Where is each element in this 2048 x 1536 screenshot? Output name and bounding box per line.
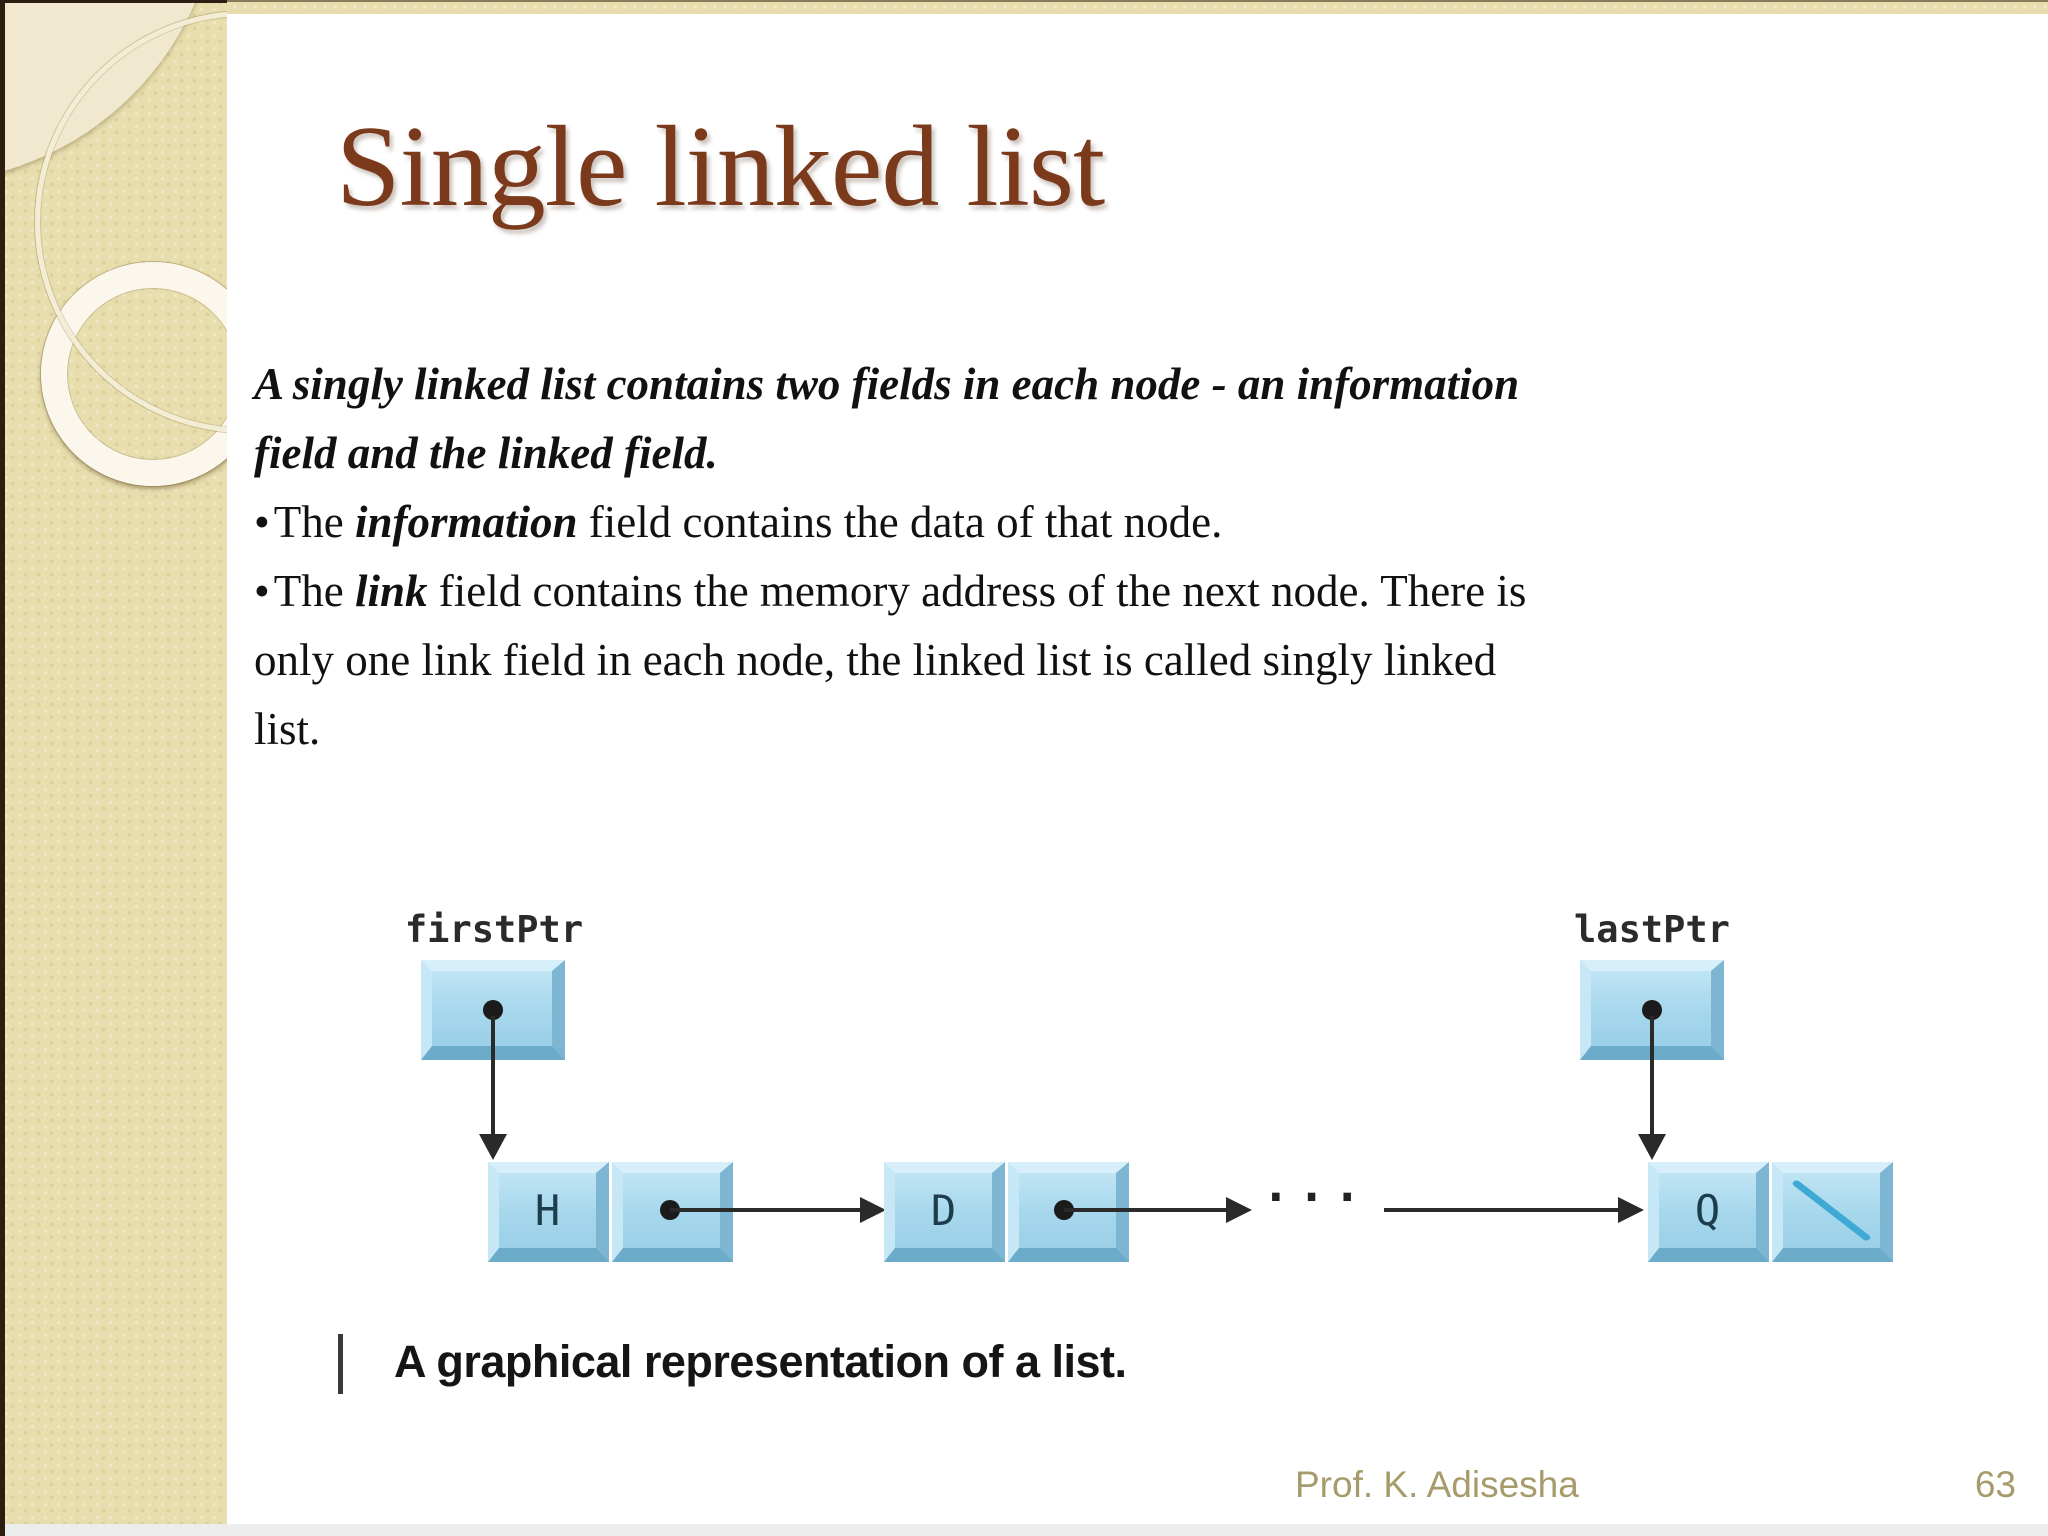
lead-paragraph: A singly linked list contains two fields…	[254, 359, 1520, 478]
page-title: Single linked list	[336, 103, 1105, 231]
arrowhead-down-icon	[1638, 1134, 1666, 1160]
bullet-emphasis: information	[354, 497, 578, 547]
top-texture-strip	[0, 0, 2048, 14]
arrowhead-right-icon	[1226, 1197, 1252, 1223]
arrow-line	[1650, 1016, 1654, 1136]
arrowhead-right-icon	[860, 1197, 886, 1223]
bullet-text-suffix: field contains the memory address of the…	[254, 566, 1527, 754]
bullet-text-prefix: The	[273, 566, 355, 616]
diagram-caption: A graphical representation of a list.	[394, 1336, 1127, 1387]
pointer-dot	[483, 1000, 503, 1020]
bullet-text-prefix: The	[273, 497, 355, 547]
left-border	[0, 0, 5, 1536]
arrow-line	[1064, 1208, 1228, 1212]
decorative-sidebar	[0, 0, 227, 1527]
null-slash-icon	[1792, 1180, 1871, 1241]
data-field: H	[488, 1162, 609, 1262]
pointer-dot	[1642, 1000, 1662, 1020]
ellipsis-dots: ...	[1262, 1158, 1370, 1212]
null-link-field	[1772, 1162, 1893, 1262]
arrowhead-right-icon	[1618, 1197, 1644, 1223]
node-letter: Q	[1694, 1186, 1721, 1235]
footer-page-number: 63	[1974, 1464, 2016, 1505]
data-field: Q	[1648, 1162, 1769, 1262]
lastptr-label: lastPtr	[1574, 908, 1730, 951]
bullet-marker: •	[254, 566, 270, 616]
bullet-item: •The link field contains the memory addr…	[254, 557, 1564, 764]
bullet-item: •The information field contains the data…	[254, 488, 1564, 557]
node-letter: H	[534, 1186, 561, 1235]
bullet-emphasis: link	[354, 566, 428, 616]
body-text: A singly linked list contains two fields…	[254, 350, 1564, 764]
list-node-q: Q	[1648, 1162, 1893, 1262]
footer-author: Prof. K. Adisesha	[1295, 1464, 1579, 1505]
data-field: D	[884, 1162, 1005, 1262]
arrow-line	[670, 1208, 862, 1212]
list-node-h: H	[488, 1162, 733, 1262]
list-node-d: D	[884, 1162, 1129, 1262]
caption-bar: |	[338, 1334, 343, 1394]
bullet-text-suffix: field contains the data of that node.	[577, 497, 1223, 547]
arrow-line	[1384, 1208, 1620, 1212]
link-field	[1008, 1162, 1129, 1262]
arrowhead-down-icon	[479, 1134, 507, 1160]
bottom-strip	[0, 1524, 2048, 1536]
bullet-marker: •	[254, 497, 270, 547]
arrow-line	[491, 1016, 495, 1136]
firstptr-label: firstPtr	[404, 908, 584, 951]
node-letter: D	[930, 1186, 957, 1235]
